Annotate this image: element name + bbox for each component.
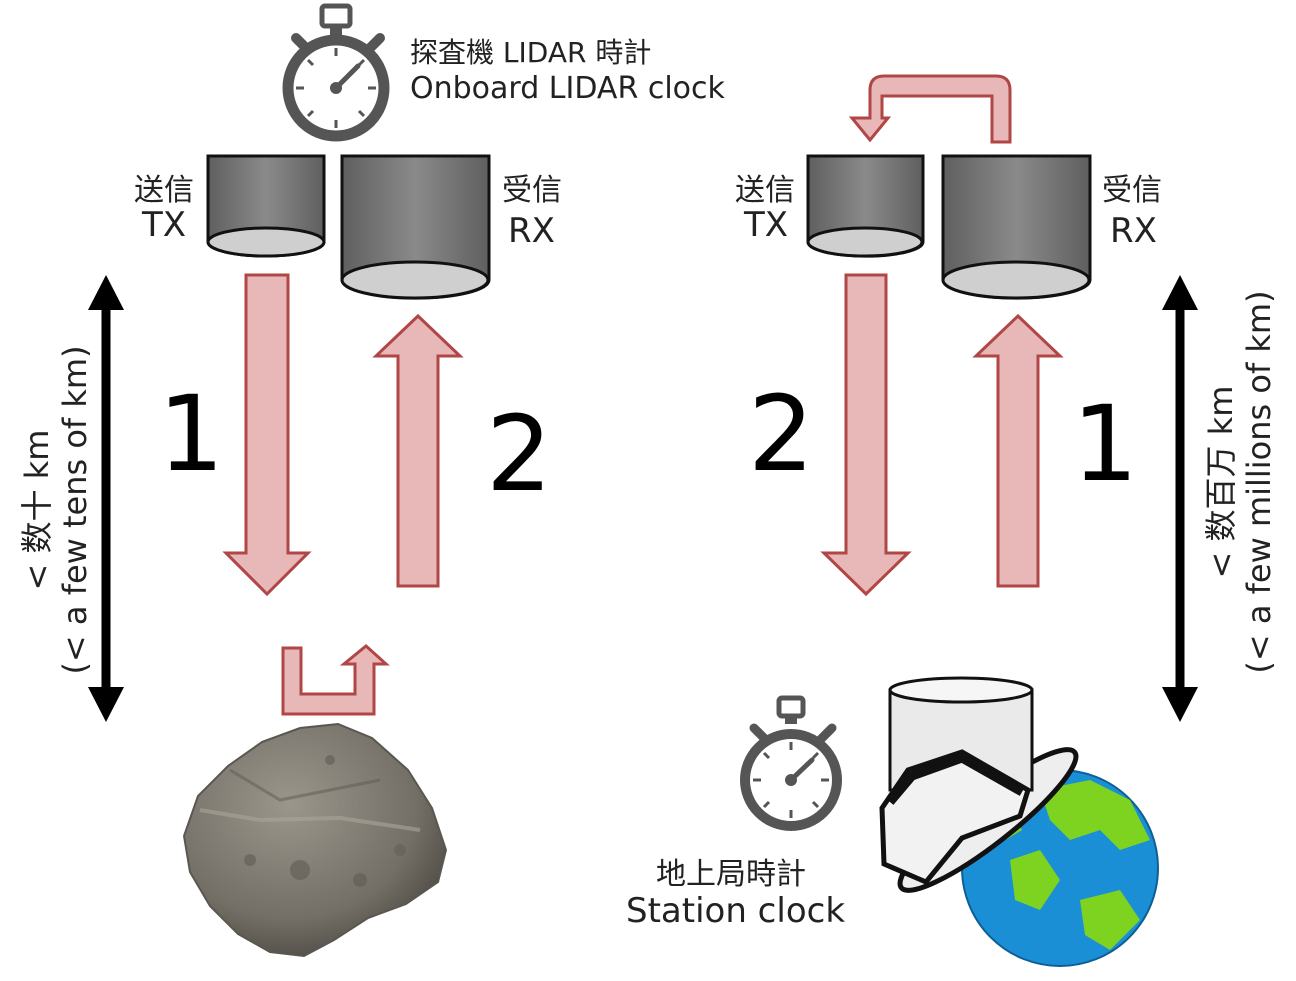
onboard-clock-label-en: Onboard LIDAR clock xyxy=(410,71,726,106)
right-tx-label-jp: 送信 xyxy=(735,173,795,208)
right-downlink-arrow xyxy=(820,273,912,597)
left-distance-label-jp: < 数十 km xyxy=(18,430,56,591)
right-distance-arrow xyxy=(1162,275,1198,722)
right-step-down-number: 2 xyxy=(748,373,814,495)
stopwatch-icon xyxy=(282,3,390,142)
left-rx-label-jp: 受信 xyxy=(502,173,562,208)
left-step-down-number: 1 xyxy=(158,373,224,495)
right-tx-telescope xyxy=(806,154,925,258)
left-distance-label-en: (< a few tens of km) xyxy=(56,345,94,674)
left-downlink-arrow xyxy=(222,273,312,597)
right-step-up-number: 1 xyxy=(1072,383,1138,505)
left-tx-label-en: TX xyxy=(141,205,186,245)
right-uplink-arrow xyxy=(972,313,1064,588)
left-tx-telescope xyxy=(206,154,326,258)
right-tx-label-en: TX xyxy=(743,205,788,245)
right-distance-label-en: (< a few millions of km) xyxy=(1240,290,1278,673)
left-bounce-arrow xyxy=(281,644,390,716)
left-step-up-number: 2 xyxy=(486,393,552,515)
ground-antenna-icon xyxy=(879,676,1079,893)
right-rx-label-jp: 受信 xyxy=(1102,173,1162,208)
asteroid-image xyxy=(182,722,448,958)
station-clock-label-jp: 地上局時計 xyxy=(656,857,806,892)
right-loopback-arrow xyxy=(848,74,1012,144)
station-clock-label-en: Station clock xyxy=(626,891,845,931)
left-tx-label-jp: 送信 xyxy=(134,173,194,208)
station-stopwatch-icon xyxy=(740,695,842,831)
left-uplink-arrow xyxy=(372,313,464,588)
onboard-clock-label-jp: 探査機 LIDAR 時計 xyxy=(410,36,651,69)
right-rx-label-en: RX xyxy=(1110,211,1157,251)
right-rx-telescope xyxy=(941,154,1092,300)
left-distance-arrow xyxy=(88,275,124,722)
left-rx-telescope xyxy=(340,154,491,300)
left-rx-label-en: RX xyxy=(508,211,555,251)
right-distance-label-jp: < 数百万 km xyxy=(1202,386,1240,579)
